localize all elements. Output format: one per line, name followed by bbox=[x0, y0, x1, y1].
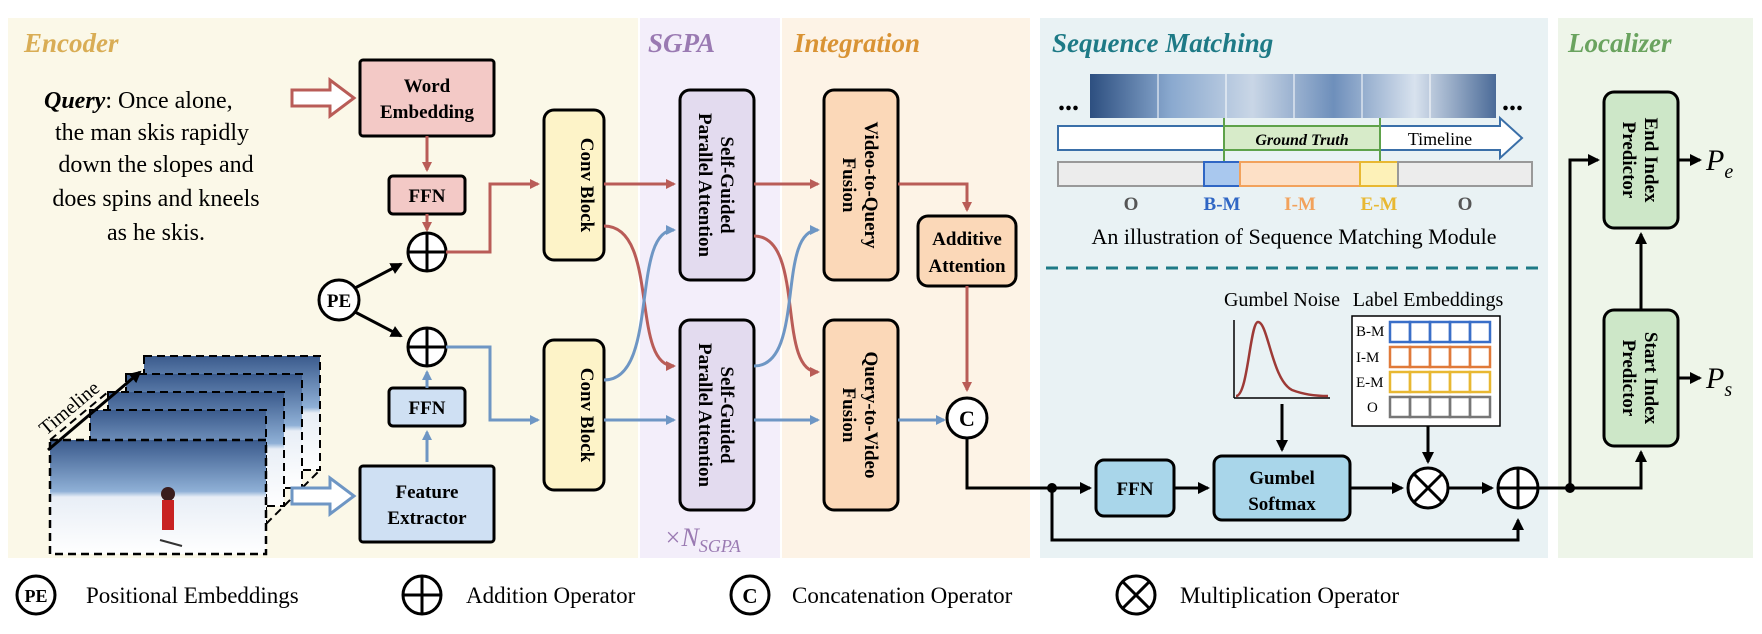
pe-output-label: Pe bbox=[1705, 144, 1733, 183]
pe-label: PE bbox=[327, 291, 351, 312]
nsgpa-label: ×NSGPA bbox=[664, 523, 742, 556]
pe-to-add-bottom bbox=[354, 310, 403, 338]
query-line-3: down the slopes and bbox=[58, 152, 253, 178]
label-row-em: E-M bbox=[1356, 375, 1384, 391]
sgpa-bottom-to-v2q bbox=[753, 225, 820, 368]
q2v-label-1: Query-to-Video bbox=[860, 352, 881, 479]
ffn-video-label: FFN bbox=[409, 398, 446, 419]
legend-concat-icon bbox=[729, 574, 771, 616]
end-index-label-1: End Index bbox=[1640, 117, 1661, 203]
word-embedding-label-1: Word bbox=[404, 76, 451, 97]
legend-mult-icon bbox=[1115, 574, 1157, 616]
tag-im: I-M bbox=[1284, 194, 1316, 215]
label-embedding-cells bbox=[1388, 320, 1492, 419]
timeline-text: Timeline bbox=[1408, 129, 1472, 149]
label-embeddings-title: Label Embeddings bbox=[1353, 289, 1504, 311]
ffn-matching-label: FFN bbox=[1117, 479, 1154, 500]
legend-mult-text: Multiplication Operator bbox=[1180, 583, 1399, 608]
frame-dividers bbox=[1157, 74, 1431, 118]
sgpa-video-label-1: Self-Guided bbox=[716, 366, 737, 464]
matching-caption: An illustration of Sequence Matching Mod… bbox=[1091, 224, 1496, 249]
video-to-conv-bottom bbox=[446, 345, 540, 425]
tag-o-right: O bbox=[1458, 194, 1473, 215]
skip-connection bbox=[1050, 488, 1524, 542]
pe-to-add-top bbox=[354, 262, 403, 290]
tag-bm: B-M bbox=[1204, 194, 1241, 215]
end-index-label-2: Predictor bbox=[1618, 122, 1639, 199]
conv-block-video-label: Conv Block bbox=[576, 368, 597, 463]
sgpa-query-label-2: Parallel Attention bbox=[694, 113, 715, 257]
legend-concat-symbol: C bbox=[742, 584, 757, 608]
mult-operator bbox=[1406, 466, 1450, 510]
label-row-bm: B-M bbox=[1356, 324, 1384, 340]
video-hollow-arrow bbox=[290, 475, 357, 517]
label-row-im: I-M bbox=[1356, 350, 1379, 366]
feature-extractor-label-2: Extractor bbox=[387, 508, 467, 529]
encoder-title: Encoder bbox=[23, 28, 119, 58]
word-embedding-block bbox=[358, 58, 496, 138]
label-row-o: O bbox=[1367, 400, 1378, 416]
query-line-4: does spins and kneels bbox=[52, 186, 259, 212]
conv-block-query-label: Conv Block bbox=[576, 138, 597, 233]
legend-pe-symbol: PE bbox=[24, 586, 47, 606]
sgpa-title: SGPA bbox=[648, 28, 715, 58]
sgpa-query-label-1: Self-Guided bbox=[716, 136, 737, 234]
gumbel-label-1: Gumbel bbox=[1249, 468, 1314, 489]
legend-add-icon bbox=[401, 574, 443, 616]
timeline-arrow bbox=[47, 370, 142, 452]
legend-pe-text: Positional Embeddings bbox=[86, 583, 299, 608]
add-operator-final bbox=[1496, 466, 1540, 510]
v2q-label-1: Video-to-Query bbox=[860, 122, 881, 249]
feature-extractor-label-1: Feature bbox=[396, 482, 459, 503]
dots-left: ... bbox=[1058, 86, 1079, 117]
gumbel-noise-plot bbox=[1233, 320, 1330, 399]
ffn-query-label: FFN bbox=[409, 186, 446, 207]
query-label: Query bbox=[44, 88, 106, 114]
gumbel-noise-title: Gumbel Noise bbox=[1224, 289, 1340, 311]
localizer-title: Localizer bbox=[1567, 28, 1672, 58]
concat-label: C bbox=[959, 406, 975, 431]
add-operator-video bbox=[406, 326, 448, 368]
conv-bottom-to-sgpa-top bbox=[603, 225, 676, 382]
v2q-label-2: Fusion bbox=[838, 158, 859, 213]
ground-truth-label: Ground Truth bbox=[1255, 132, 1348, 149]
frame-strip bbox=[1090, 74, 1496, 118]
legend-add-text: Addition Operator bbox=[466, 583, 636, 608]
to-end-predictor bbox=[1568, 154, 1600, 488]
add-operator-query bbox=[406, 231, 448, 273]
query-line-2: the man skis rapidly bbox=[55, 120, 249, 146]
query-to-conv-top bbox=[446, 179, 540, 254]
matching-title: Sequence Matching bbox=[1052, 28, 1273, 58]
word-embedding-label-2: Embedding bbox=[380, 102, 474, 123]
integration-title: Integration bbox=[793, 28, 920, 58]
v2q-to-additive bbox=[898, 182, 972, 212]
ps-output-label: Ps bbox=[1705, 362, 1732, 401]
gumbel-label-2: Softmax bbox=[1248, 494, 1316, 515]
tag-bar bbox=[1057, 161, 1533, 187]
query-text-1: : Once alone, bbox=[105, 88, 232, 114]
additive-label-1: Additive bbox=[932, 229, 1002, 250]
integration-region bbox=[782, 18, 1030, 558]
query-line-5: as he skis. bbox=[107, 220, 205, 246]
query-line-1: Query: Once alone, bbox=[44, 88, 233, 114]
start-index-label-2: Predictor bbox=[1618, 340, 1639, 417]
to-start-predictor bbox=[1570, 450, 1647, 490]
pe-circle bbox=[317, 278, 361, 322]
legend-concat-text: Concatenation Operator bbox=[792, 583, 1013, 608]
query-hollow-arrow bbox=[290, 77, 357, 119]
dots-right: ... bbox=[1502, 86, 1523, 117]
sgpa-block-video bbox=[678, 318, 756, 512]
legend-pe-icon bbox=[15, 574, 57, 616]
additive-label-2: Attention bbox=[928, 256, 1005, 277]
sgpa-video-label-2: Parallel Attention bbox=[694, 343, 715, 487]
conv-block-video bbox=[542, 338, 606, 492]
tag-em: E-M bbox=[1361, 194, 1398, 215]
feature-extractor-block bbox=[358, 464, 496, 544]
video-frames-stack bbox=[48, 355, 321, 556]
start-index-label-1: Start Index bbox=[1640, 332, 1661, 425]
q2v-label-2: Fusion bbox=[838, 388, 859, 443]
q2v-fusion-block bbox=[822, 318, 900, 512]
tag-o-left: O bbox=[1124, 194, 1139, 215]
